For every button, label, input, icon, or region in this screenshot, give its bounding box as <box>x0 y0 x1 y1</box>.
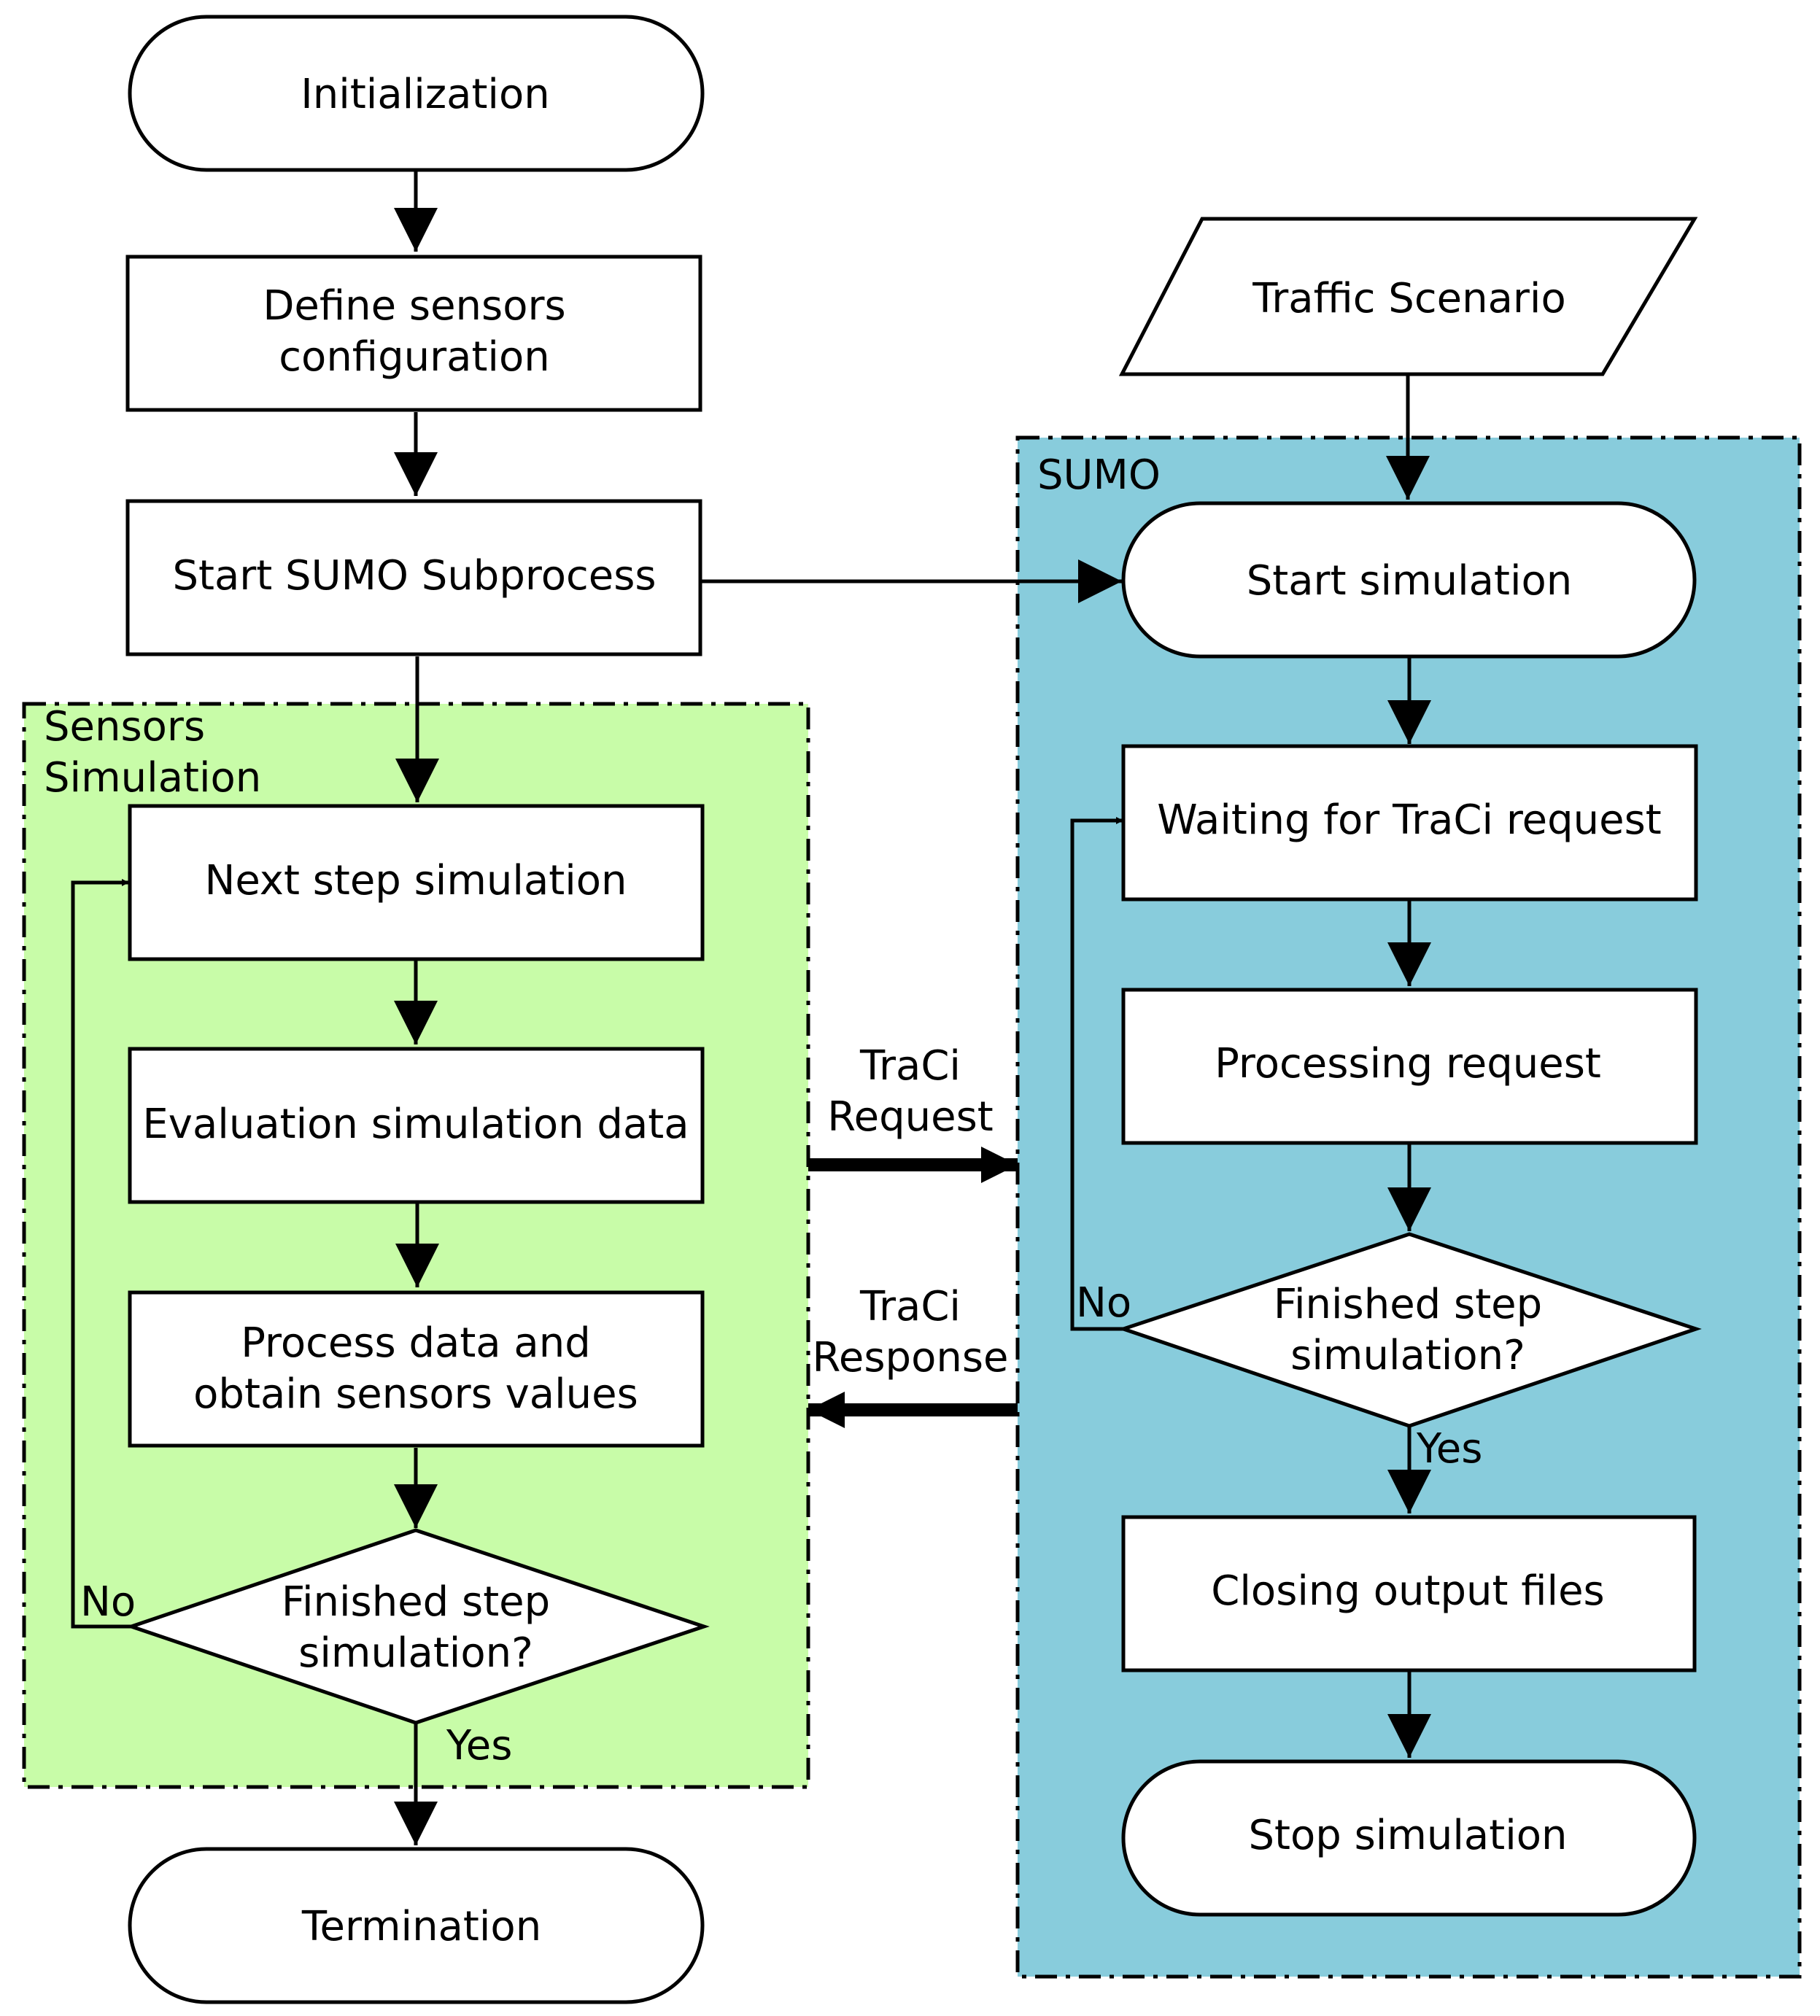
processing-box <box>1121 988 1698 1145</box>
start-simulation-terminal <box>1121 501 1697 659</box>
traci-response-label-line2: Response <box>813 1334 1009 1381</box>
sumo-group-label: SUMO <box>1037 451 1161 499</box>
process-data-box <box>128 1290 705 1448</box>
evaluation-box <box>128 1047 705 1204</box>
right-no-label: No <box>1076 1279 1131 1327</box>
process-data-label-line1: Process data and <box>241 1319 591 1367</box>
start-sumo-box <box>125 499 702 656</box>
waiting-label: Waiting for TraCi request <box>1157 796 1661 844</box>
termination-terminal <box>128 1847 705 2004</box>
termination-label: Termination <box>301 1903 541 1950</box>
processing-label: Processing request <box>1215 1040 1601 1088</box>
stop-simulation-label: Stop simulation <box>1248 1812 1567 1859</box>
sensors-group-label-line1: Sensors <box>44 703 205 751</box>
right-decision-label-line2: simulation? <box>1290 1332 1525 1379</box>
define-sensors-box <box>125 255 702 412</box>
traci-request-label-line1: TraCi <box>859 1042 961 1090</box>
traffic-scenario-input <box>1118 217 1698 376</box>
edge-decision-no-loop <box>71 879 131 1629</box>
initialization-terminal <box>128 15 705 172</box>
start-simulation-label: Start simulation <box>1247 557 1573 605</box>
sensors-group-label-line2: Simulation <box>44 754 261 802</box>
left-decision-label-line2: simulation? <box>298 1629 533 1677</box>
next-step-label: Next step simulation <box>204 857 627 904</box>
left-yes-label: Yes <box>446 1722 512 1769</box>
stop-simulation-terminal <box>1121 1759 1697 1917</box>
edge-right-decision-no-loop <box>1070 817 1123 1331</box>
traffic-scenario-label: Traffic Scenario <box>1252 275 1566 322</box>
define-sensors-label-line1: Define sensors <box>263 282 565 330</box>
initialization-label: Initialization <box>301 71 550 118</box>
right-yes-label: Yes <box>1416 1425 1482 1473</box>
waiting-box <box>1121 744 1698 902</box>
start-sumo-label: Start SUMO Subprocess <box>172 552 656 600</box>
right-decision-label-line1: Finished step <box>1274 1281 1542 1328</box>
traci-request-label-line2: Request <box>827 1093 993 1141</box>
evaluation-label: Evaluation simulation data <box>142 1101 689 1148</box>
left-decision-diamond <box>125 1528 710 1725</box>
define-sensors-label-line2: configuration <box>279 333 549 381</box>
next-step-box <box>128 804 705 961</box>
closing-files-label: Closing output files <box>1211 1567 1604 1615</box>
traci-response-label-line1: TraCi <box>859 1283 961 1330</box>
process-data-label-line2: obtain sensors values <box>193 1371 638 1418</box>
closing-files-box <box>1121 1515 1697 1672</box>
right-decision-diamond <box>1118 1232 1702 1428</box>
left-no-label: No <box>80 1578 136 1626</box>
left-decision-label-line1: Finished step <box>282 1578 550 1626</box>
